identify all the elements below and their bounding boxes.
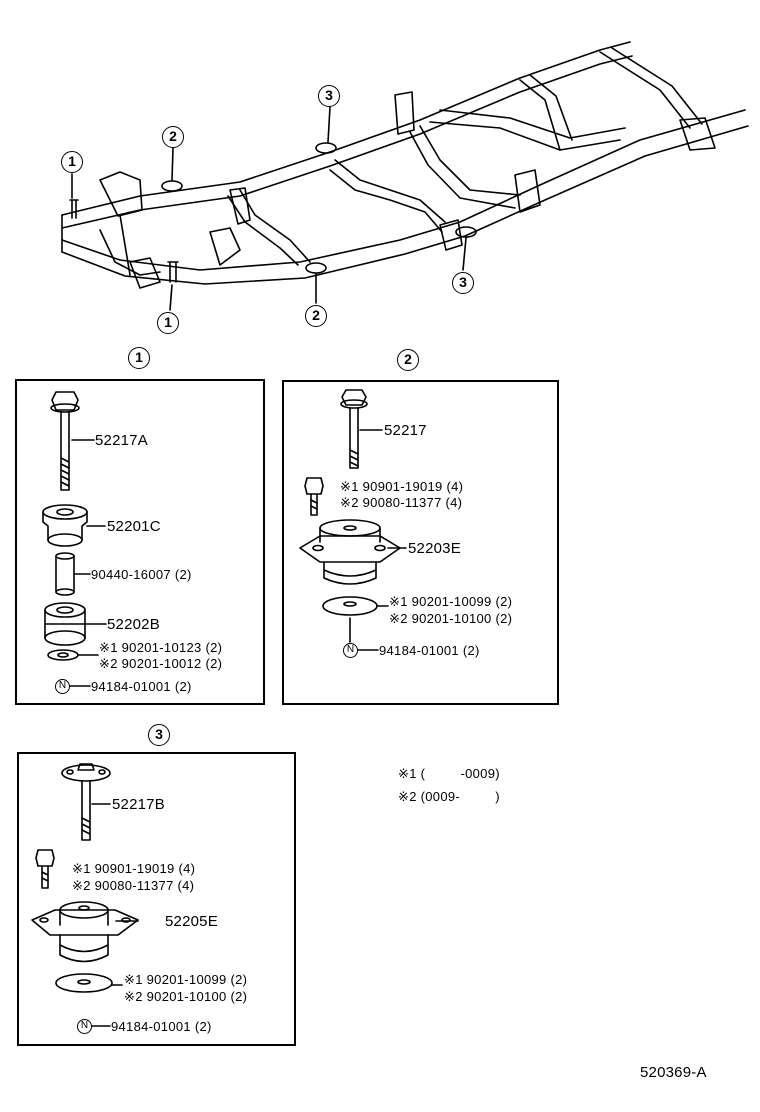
diagram-id: 520369-A — [640, 1064, 707, 1081]
group1-upper-cushion-label: 52201C — [107, 518, 161, 535]
group1-washer1-label: ※1 90201-10123 (2) — [99, 640, 223, 655]
group1-panel — [15, 379, 265, 705]
group2-nut-label: 94184-01001 (2) — [379, 643, 480, 658]
group2-bolt-b-label: ※2 90080-11377 (4) — [340, 495, 463, 510]
group3-washer1-label: ※1 90201-10099 (2) — [124, 972, 248, 987]
group3-bolt-a-label: ※1 90901-19019 (4) — [72, 861, 196, 876]
legend-note-2: ※2 (0009- ) — [398, 789, 500, 804]
group3-bolt-b-label: ※2 90080-11377 (4) — [72, 878, 195, 893]
group2-bolt-label: 52217 — [384, 422, 427, 439]
group2-cushion-label: 52203E — [408, 540, 461, 557]
group3-nut-mark: N — [77, 1019, 92, 1034]
group1-collar-label: 90440-16007 (2) — [91, 567, 192, 582]
group2-nut-mark: N — [343, 643, 358, 658]
frame-callout-2-rear: 2 — [305, 305, 327, 327]
group2-washer2-label: ※2 90201-10100 (2) — [389, 611, 513, 626]
frame-callout-1-front: 1 — [61, 151, 83, 173]
legend-note-1: ※1 ( -0009) — [398, 766, 500, 781]
frame-callout-2-front: 2 — [162, 126, 184, 148]
group2-washer1-label: ※1 90201-10099 (2) — [389, 594, 513, 609]
frame-callout-3-rear: 3 — [452, 272, 474, 294]
group1-bolt-label: 52217A — [95, 432, 148, 449]
group1-header: 1 — [128, 347, 150, 369]
group2-bolt-a-label: ※1 90901-19019 (4) — [340, 479, 464, 494]
group1-nut-label: 94184-01001 (2) — [91, 679, 192, 694]
frame-callout-1-rear: 1 — [157, 312, 179, 334]
group2-header: 2 — [397, 349, 419, 371]
frame-callout-leaders — [71, 106, 467, 311]
group3-nut-label: 94184-01001 (2) — [111, 1019, 212, 1034]
group3-cushion-label: 52205E — [165, 913, 218, 930]
group1-parts — [42, 391, 107, 687]
group3-washer2-label: ※2 90201-10100 (2) — [124, 989, 248, 1004]
frame-callout-3-front: 3 — [318, 85, 340, 107]
group3-header: 3 — [148, 724, 170, 746]
group3-parts — [31, 763, 139, 1027]
group3-bolt-label: 52217B — [112, 796, 165, 813]
group3-panel — [17, 752, 296, 1046]
group2-panel — [282, 380, 559, 705]
group1-nut-mark: N — [55, 679, 70, 694]
group2-parts — [299, 389, 407, 651]
group1-lower-cushion-label: 52202B — [107, 616, 160, 633]
group1-washer2-label: ※2 90201-10012 (2) — [99, 656, 223, 671]
vehicle-frame-illustration — [61, 41, 749, 289]
